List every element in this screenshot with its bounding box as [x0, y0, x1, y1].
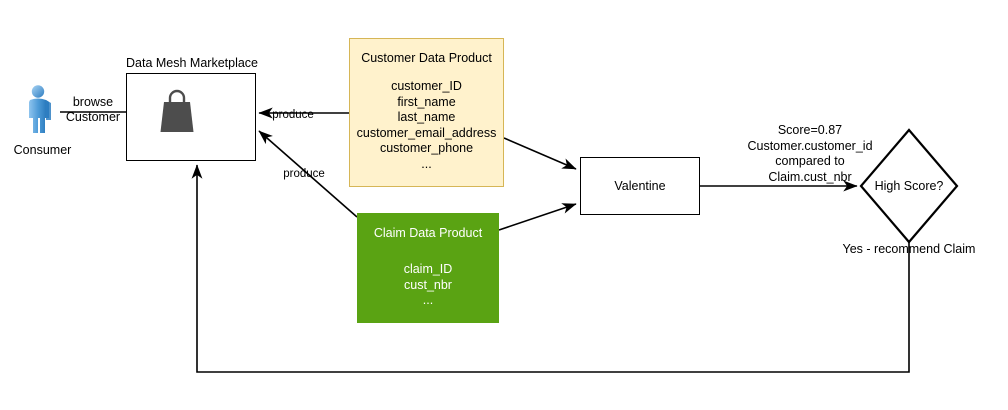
edge-decision-feedback-to-marketplace: [191, 164, 910, 373]
customer-data-product-title: Customer Data Product: [361, 51, 492, 65]
shopping-bag-icon: [157, 86, 197, 136]
valentine-box[interactable]: Valentine: [580, 157, 700, 215]
claim-data-product-title: Claim Data Product: [373, 226, 483, 240]
consumer-label: Consumer: [13, 143, 72, 157]
score-annotation: Score=0.87 Customer.customer_id compared…: [747, 123, 873, 184]
edge-customer-to-valentine: [503, 137, 577, 170]
person-icon: [20, 83, 62, 135]
claim-data-product-fields: claim_ID cust_nbr ...: [403, 262, 453, 307]
edge-claim-to-valentine: [498, 203, 577, 231]
data-mesh-marketplace-box[interactable]: [126, 73, 256, 161]
marketplace-title: Data Mesh Marketplace: [126, 56, 259, 70]
edge-label-produce-customer: produce: [272, 109, 314, 121]
decision-label: High Score?: [874, 179, 944, 193]
valentine-label: Valentine: [614, 179, 666, 193]
edge-label-produce-claim: produce: [283, 168, 325, 180]
edge-label-browse: browse Customer: [65, 95, 121, 124]
customer-data-product-box[interactable]: Customer Data Product customer_ID first_…: [349, 38, 504, 187]
customer-data-product-fields: customer_ID first_name last_name custome…: [356, 79, 497, 171]
claim-data-product-box[interactable]: Claim Data Product claim_ID cust_nbr ...: [357, 213, 499, 323]
edge-label-yes-recommend: Yes - recommend Claim: [842, 242, 976, 256]
